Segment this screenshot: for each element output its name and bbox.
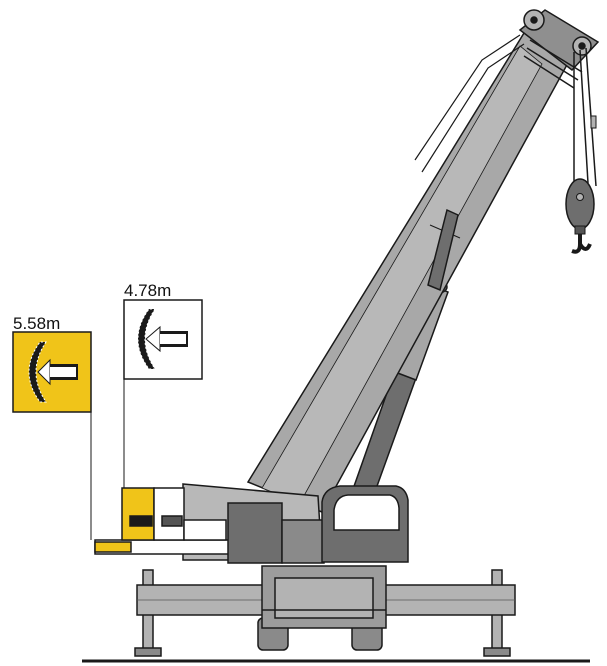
hook-block [565, 47, 597, 254]
outer-radius-label: 5.58m [13, 314, 61, 333]
counterweight-slabs [121, 487, 227, 541]
inner-radius-label: 4.78m [124, 281, 172, 300]
carrier-chassis [261, 565, 387, 629]
superstructure [94, 483, 325, 564]
inner-position-indicator [123, 299, 203, 380]
counterweight-retract-icon [28, 341, 78, 403]
operator-cab [321, 485, 409, 563]
counterweight-retract-icon [137, 308, 188, 370]
telescopic-boom [246, 18, 575, 513]
dimension-leaders [90, 379, 125, 540]
outer-position-indicator [12, 331, 92, 413]
boom-head [518, 9, 600, 89]
